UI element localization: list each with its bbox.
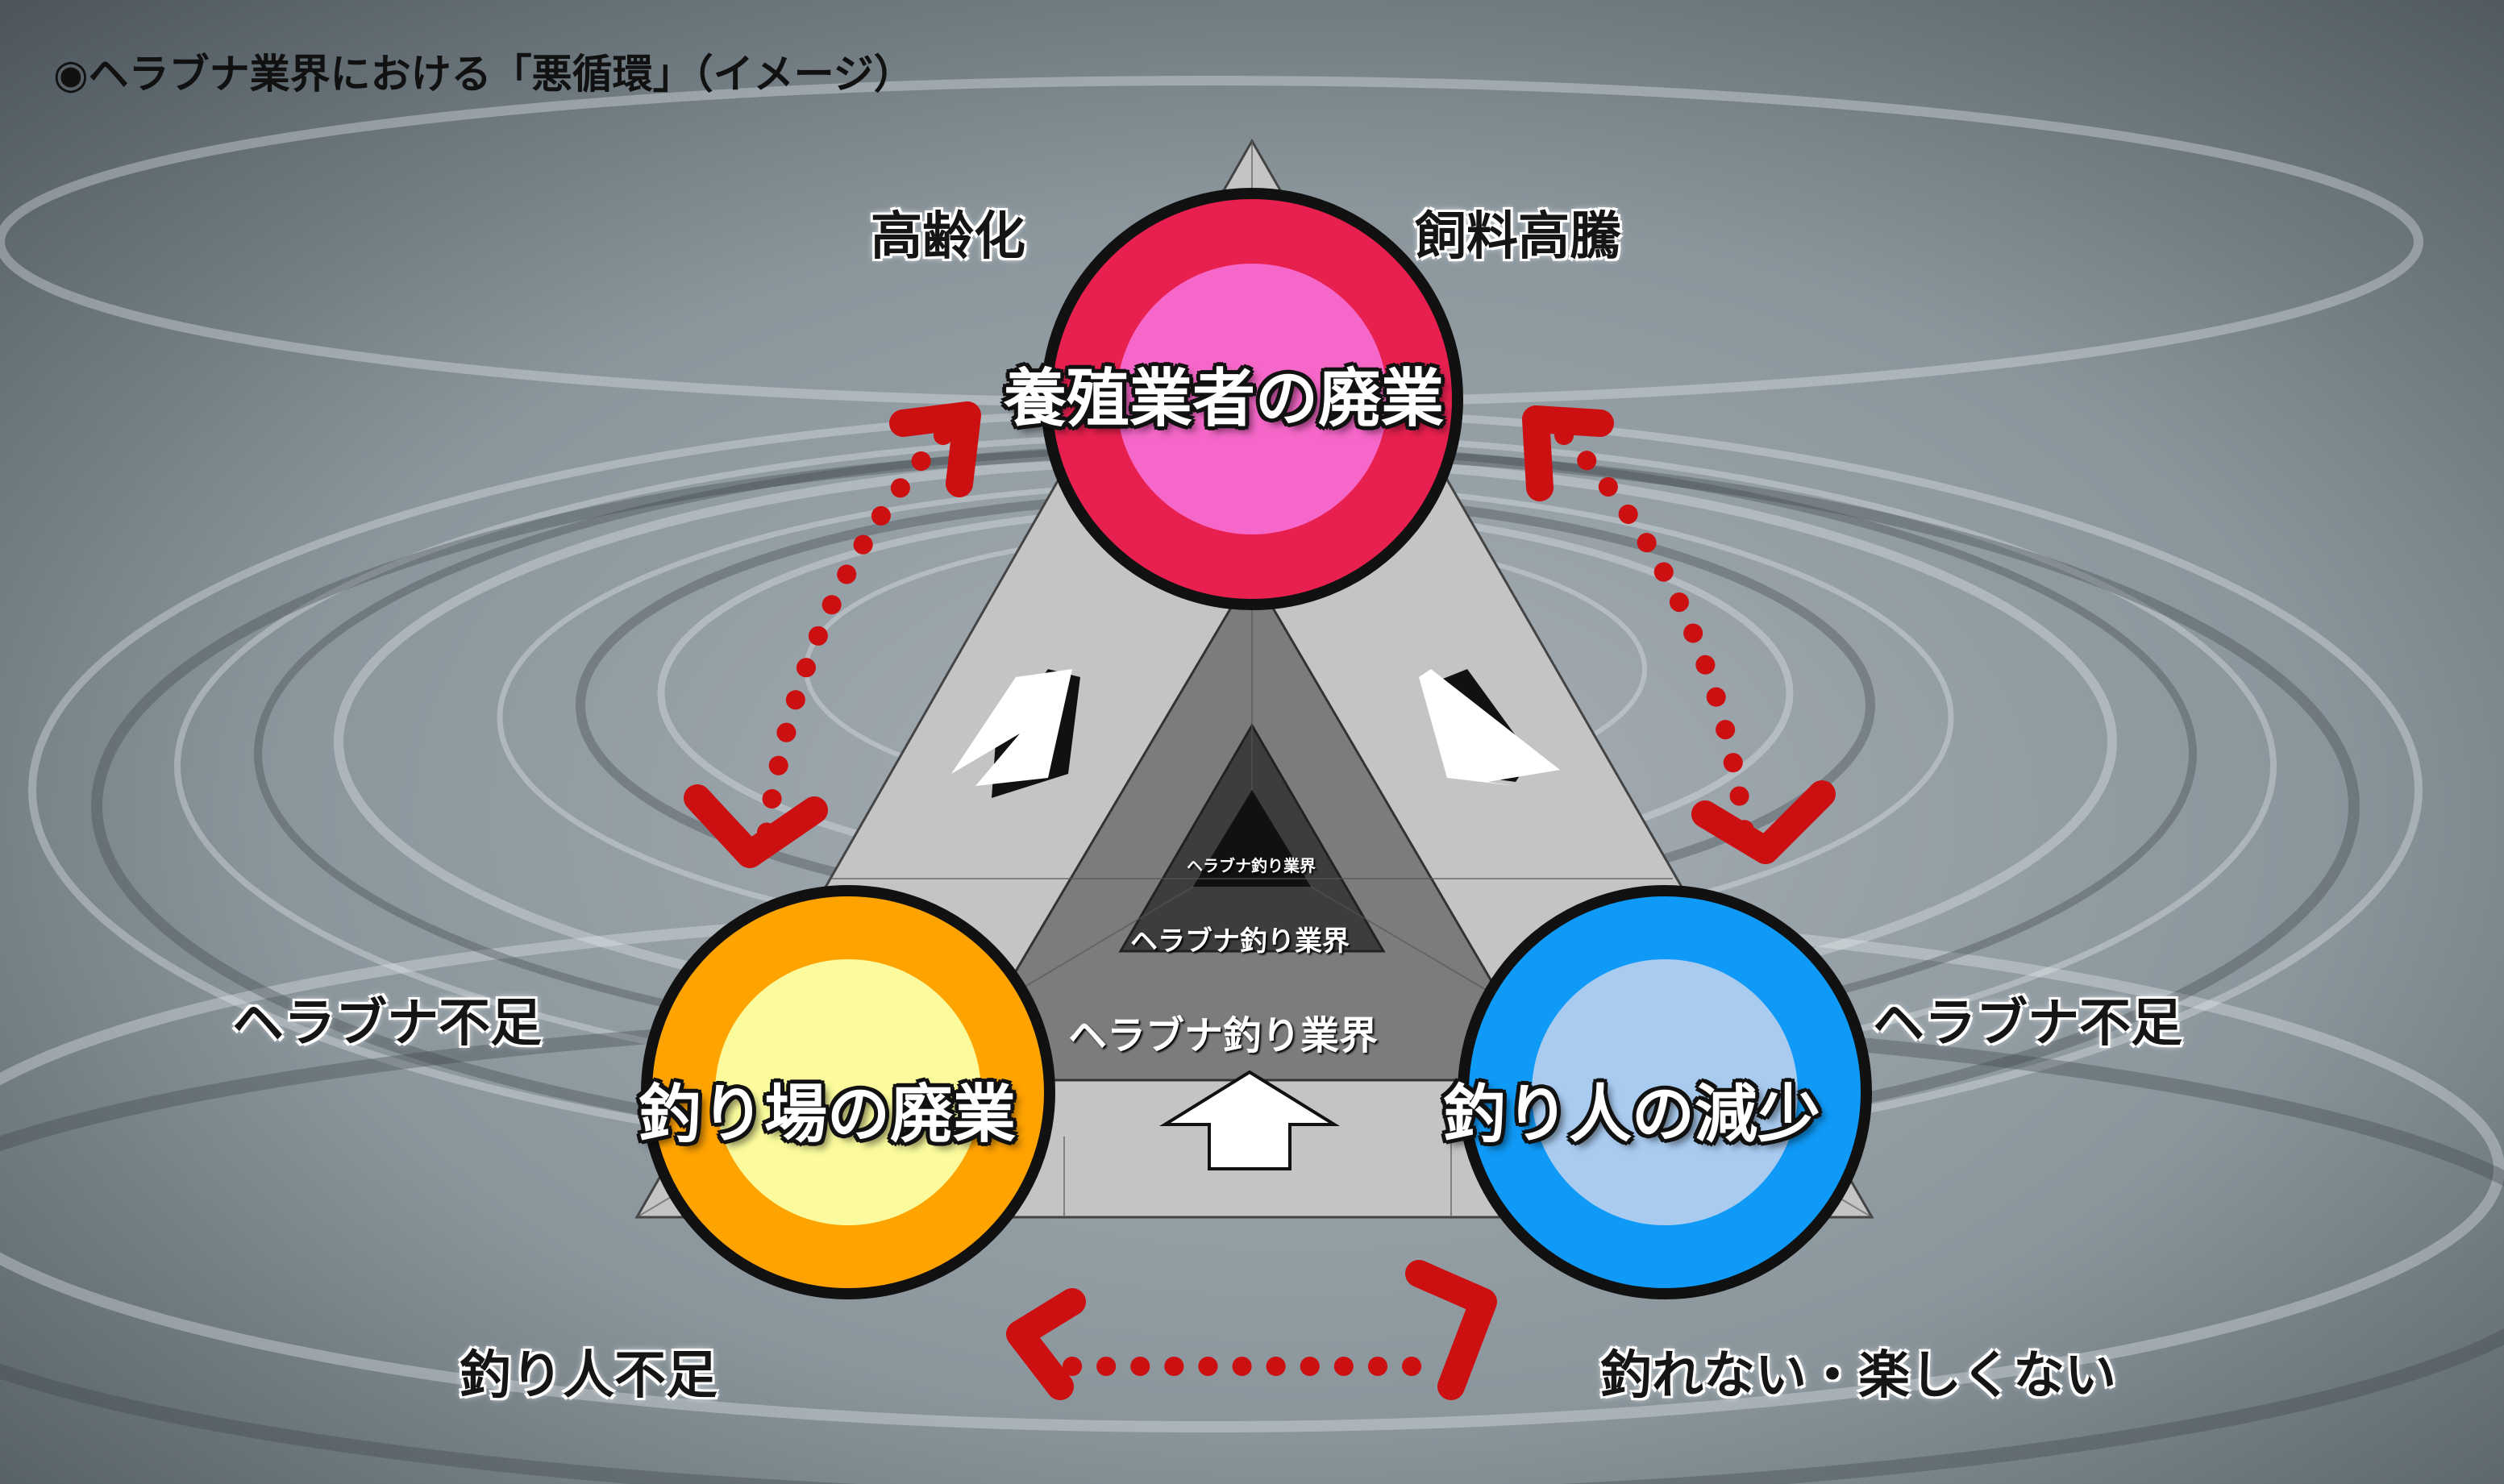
page-title: ◉ヘラブナ業界における「悪循環」（イメージ） — [53, 51, 914, 98]
node-top-label: 養殖業者の廃業 — [1004, 363, 1445, 435]
arrowhead-bottom-right — [1405, 1260, 1497, 1400]
node-left-inner — [715, 959, 981, 1225]
node-left-label: 釣り場の廃業 — [638, 1079, 1017, 1151]
pyramid-layer-label-middle: ヘラブナ釣り業界 — [1130, 925, 1350, 958]
cause-bottom-left: 釣り人不足 — [460, 1346, 718, 1406]
node-top-inner — [1117, 264, 1387, 534]
cycle-arrow-heads — [684, 401, 1836, 1400]
inner-arrows — [951, 669, 1560, 1170]
arrowhead-left — [684, 784, 828, 868]
cycle-arrows — [756, 426, 1755, 1376]
cause-left: ヘラブナ不足 — [232, 994, 542, 1054]
arrowhead-top-right — [1522, 405, 1614, 501]
arrowhead-bottom-left — [1006, 1288, 1086, 1400]
node-right-label: 釣り人の減少 — [1443, 1079, 1821, 1151]
cycle-arrow-left-dots — [756, 426, 953, 848]
cycle-arrow-right-dots — [1554, 426, 1755, 848]
arrowhead-top-left — [889, 401, 981, 497]
cause-right: ヘラブナ不足 — [1873, 994, 2182, 1054]
inner-arrow-left — [951, 669, 1072, 786]
cause-bottom-right: 釣れない・楽しくない — [1600, 1346, 2116, 1406]
pyramid-layer-label-inner: ヘラブナ釣り業界 — [1187, 856, 1316, 875]
cause-top-right: 飼料高騰 — [1415, 207, 1621, 267]
node-right-inner — [1532, 959, 1798, 1225]
arrowhead-right — [1691, 780, 1836, 864]
inner-arrow-right — [1419, 669, 1560, 786]
node-right — [1458, 885, 1872, 1299]
pyramid-core — [1193, 790, 1311, 887]
cause-top-left: 高齢化 — [871, 207, 1025, 267]
pyramid-layer-label-outer: ヘラブナ釣り業界 — [1068, 1013, 1379, 1058]
inner-arrow-up — [1158, 1070, 1341, 1170]
node-top — [1041, 188, 1463, 610]
node-left — [641, 885, 1055, 1299]
